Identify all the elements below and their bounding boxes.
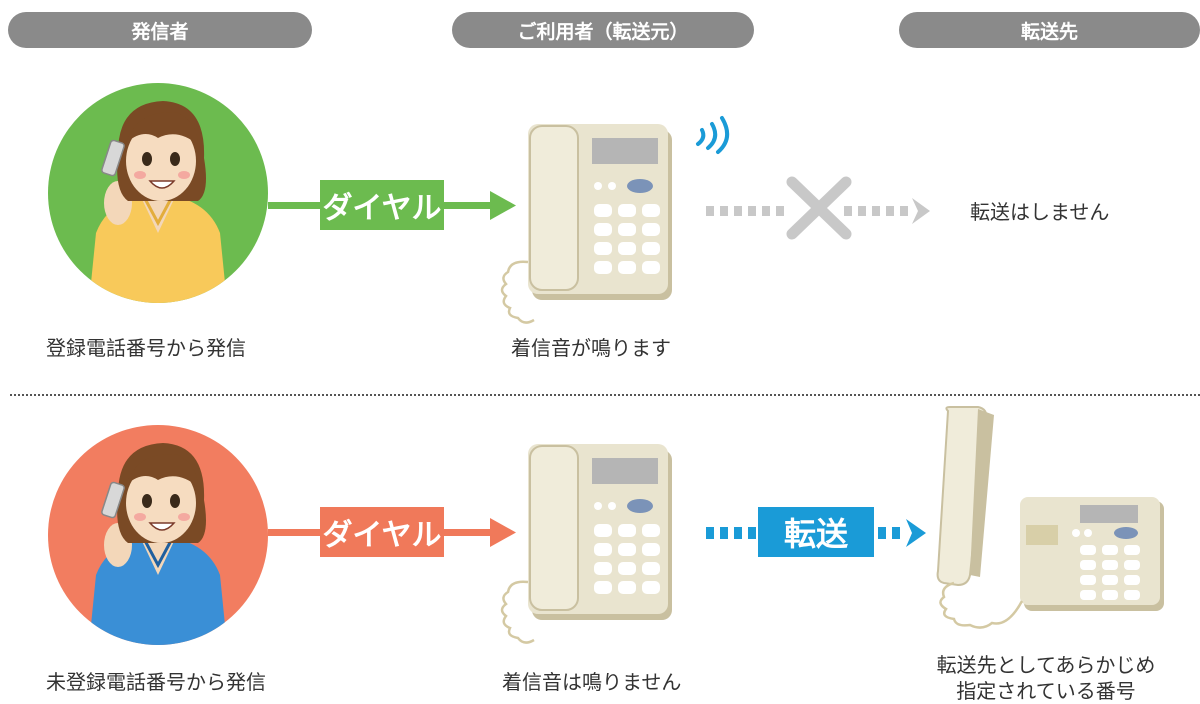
destination-telephone — [936, 406, 1164, 629]
dial-label-registered: ダイヤル — [320, 180, 444, 230]
destination-caption-line1: 転送先としてあらかじめ — [936, 653, 1156, 677]
dial-label-registered-text: ダイヤル — [322, 191, 442, 226]
header-destination: 転送先 — [899, 12, 1200, 48]
sound-waves-icon — [696, 116, 730, 154]
header-user: ご利用者（転送元） — [452, 12, 754, 48]
header-user-label: ご利用者（転送元） — [517, 20, 689, 43]
caller-caption-registered: 登録電話番号から発信 — [46, 336, 246, 360]
caller-caption-unregistered: 未登録電話番号から発信 — [46, 670, 266, 694]
destination-caption: 転送先としてあらかじめ 指定されている番号 — [924, 652, 1168, 704]
caller-avatar-unregistered — [48, 425, 268, 645]
scenario-divider — [10, 394, 1200, 396]
caller-avatar-registered — [48, 83, 268, 303]
dial-label-unregistered-text: ダイヤル — [322, 518, 442, 553]
blocked-forward-arrow — [706, 198, 930, 224]
dial-arrow-registered — [268, 191, 516, 220]
user-telephone-silent — [500, 444, 672, 644]
forward-label-text: 転送 — [783, 515, 848, 553]
forward-arrow — [706, 519, 926, 547]
phone-caption-unregistered: 着信音は鳴りません — [502, 670, 682, 694]
header-destination-label: 転送先 — [1020, 20, 1078, 43]
cross-icon — [786, 176, 852, 240]
user-telephone-ringing — [500, 124, 672, 324]
phone-caption-registered: 着信音が鳴ります — [511, 336, 671, 360]
result-caption-registered: 転送はしません — [970, 200, 1110, 224]
dial-arrow-unregistered — [268, 518, 516, 547]
destination-caption-line2: 指定されている番号 — [956, 679, 1136, 703]
header-caller: 発信者 — [8, 12, 312, 48]
forward-label: 転送 — [758, 507, 874, 557]
dial-label-unregistered: ダイヤル — [320, 507, 444, 557]
header-caller-label: 発信者 — [131, 20, 189, 43]
